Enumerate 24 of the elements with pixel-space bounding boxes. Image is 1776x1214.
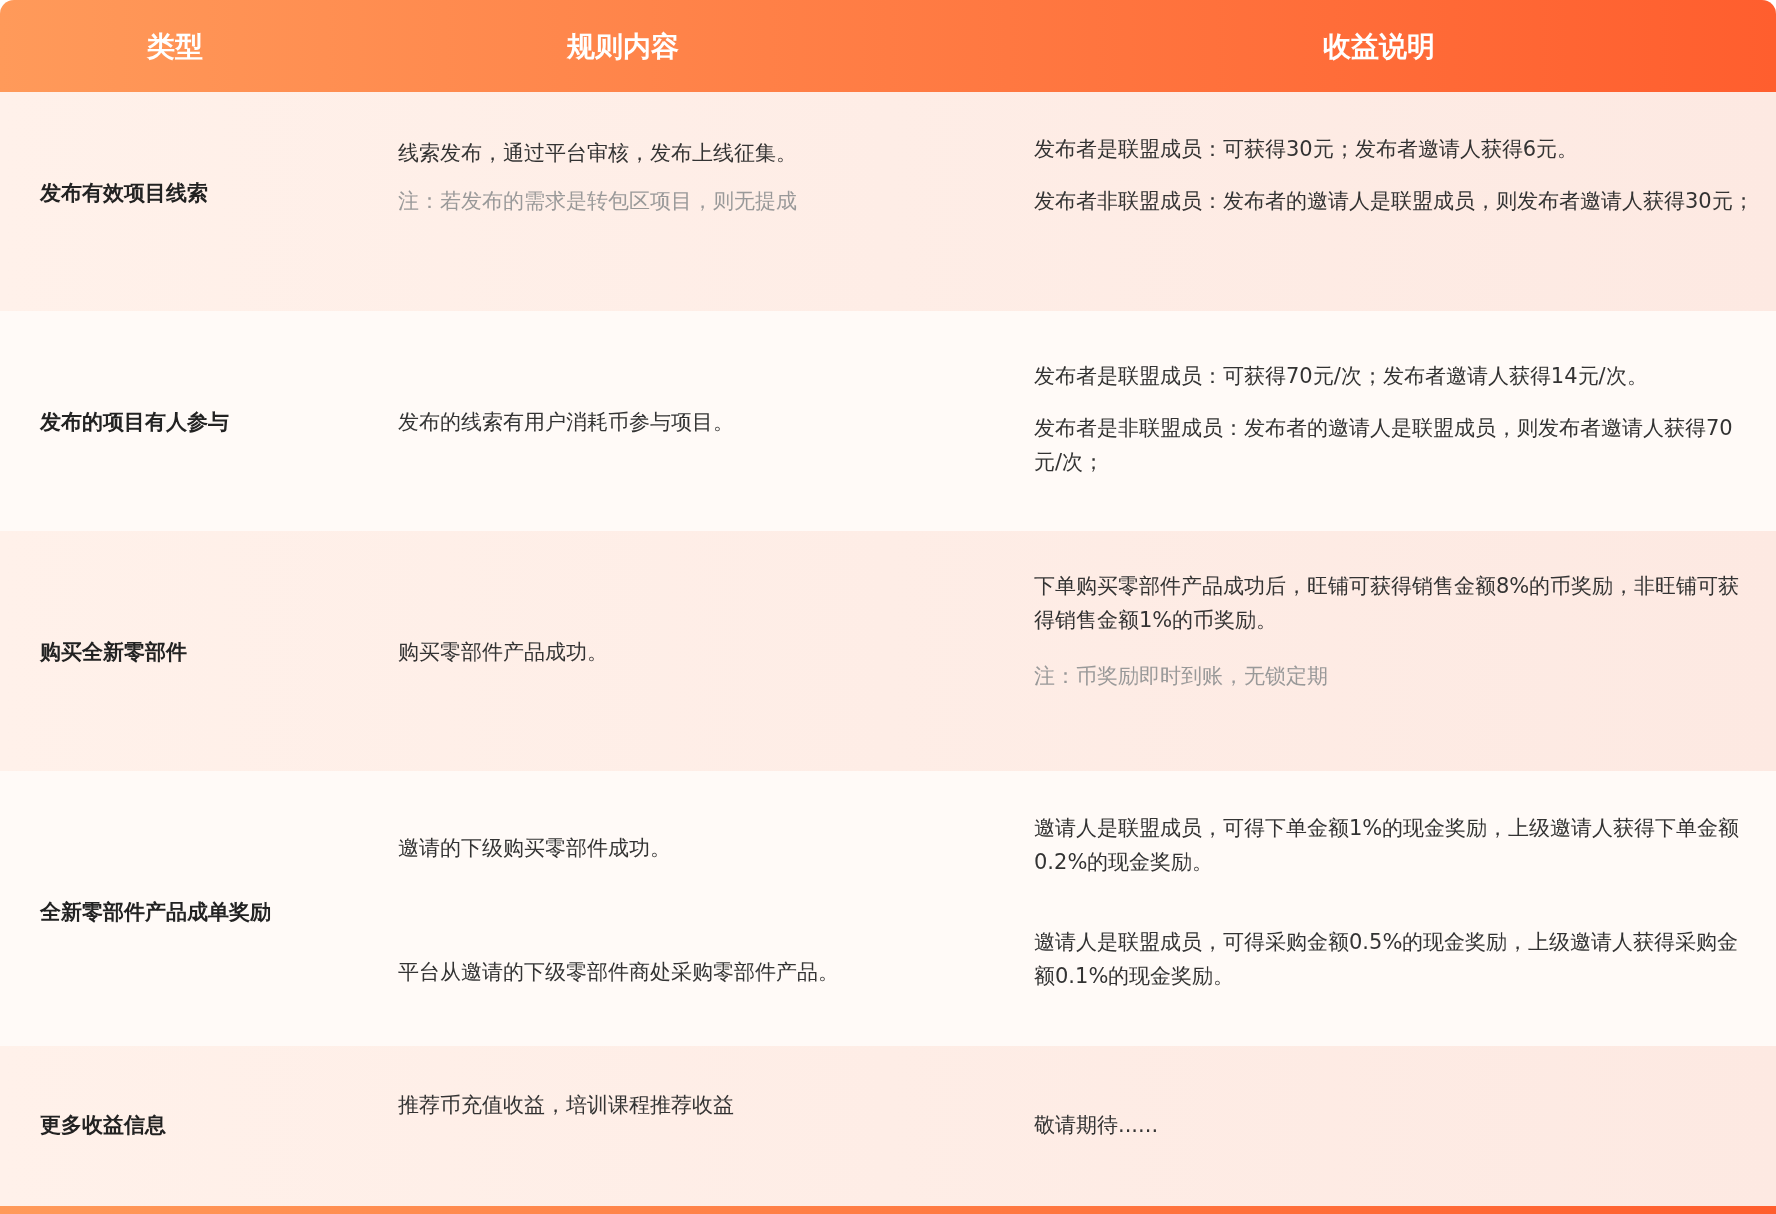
description-text: 发布的线索有用户消耗币参与项目。 [398, 409, 735, 436]
description-text: 推荐币充值收益，培训课程推荐收益 [398, 1092, 735, 1119]
note-text: 注：币奖励即时到账，无锁定期 [1034, 663, 1329, 690]
description-text: 敬请期待...... [1034, 1112, 1160, 1139]
description-text: 购买零部件产品成功。 [398, 639, 609, 666]
row-heading: 更多收益信息 [40, 1112, 167, 1139]
description-text: 发布者非联盟成员：发布者的邀请人是联盟成员，则发布者邀请人获得30元； [1034, 188, 1754, 215]
note-text: 注：若发布的需求是转包区项目，则无提成 [398, 188, 798, 215]
description-text: 邀请的下级购买零部件成功。 [398, 835, 672, 862]
description-text: 平台从邀请的下级零部件商处采购零部件产品。 [398, 959, 840, 986]
column-header: 收益说明 [1322, 29, 1436, 65]
description-text: 邀请人是联盟成员，可得采购金额0.5%的现金奖励，上级邀请人获得采购金额0.1%的现金奖励。 [1034, 929, 1740, 990]
column-header: 类型 [146, 29, 204, 65]
description-text: 邀请人是联盟成员，可得下单金额1%的现金奖励，上级邀请人获得下单金额0.2%的现金奖励。 [1034, 815, 1741, 876]
description-text: 发布者是非联盟成员：发布者的邀请人是联盟成员，则发布者邀请人获得70元/次； [1034, 415, 1734, 476]
description-text: 线索发布，通过平台审核，发布上线征集。 [398, 140, 798, 167]
description-text: 下单购买零部件产品成功后，旺铺可获得销售金额8%的币奖励，非旺铺可获得销售金额1%的币奖励。 [1034, 573, 1741, 634]
row-heading: 购买全新零部件 [40, 639, 188, 666]
row-heading: 全新零部件产品成单奖励 [40, 899, 272, 926]
description-text: 发布者是联盟成员：可获得30元；发布者邀请人获得6元。 [1034, 136, 1580, 163]
column-header: 规则内容 [566, 29, 680, 65]
description-text: 发布者是联盟成员：可获得70元/次；发布者邀请人获得14元/次。 [1034, 363, 1649, 390]
row-heading: 发布有效项目线索 [40, 180, 209, 207]
row-heading: 发布的项目有人参与 [40, 409, 230, 436]
